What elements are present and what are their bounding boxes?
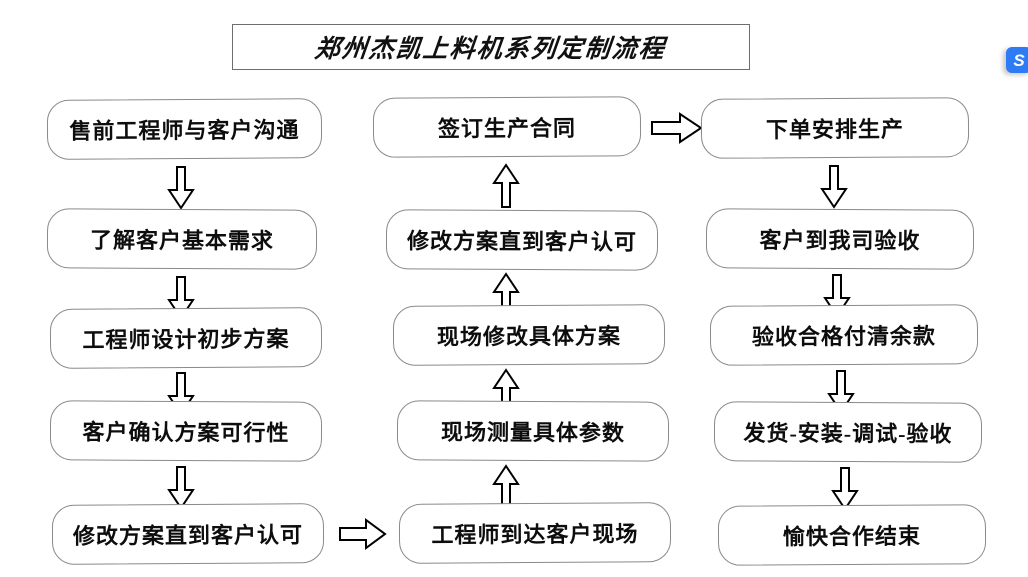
node-col2-3[interactable]: 现场测量具体参数	[396, 400, 670, 462]
node-col2-0[interactable]: 签订生产合同	[372, 96, 642, 158]
node-label: 客户确认方案可行性	[82, 419, 290, 446]
node-col1-0[interactable]: 售前工程师与客户沟通	[46, 98, 323, 160]
arrow-right-col2-to-col3	[651, 112, 703, 144]
node-label: 现场修改具体方案	[436, 323, 622, 350]
node-label: 了解客户基本需求	[89, 227, 275, 254]
watermark-badge: S	[1006, 47, 1028, 73]
chart-title-box: 郑州杰凯上料机系列定制流程	[232, 24, 750, 70]
node-col3-0[interactable]: 下单安排生产	[700, 97, 970, 159]
node-label: 验收合格付清余款	[751, 323, 937, 350]
node-col1-4[interactable]: 修改方案直到客户认可	[51, 503, 325, 565]
node-col1-1[interactable]: 了解客户基本需求	[46, 208, 318, 270]
node-label: 现场测量具体参数	[440, 419, 626, 446]
arrow-down-col1-0	[167, 166, 195, 210]
node-label: 修改方案直到客户认可	[406, 228, 638, 255]
arrow-down-col3-0	[820, 165, 848, 209]
node-col3-3[interactable]: 发货-安装-调试-验收	[713, 401, 983, 463]
node-label: 下单安排生产	[765, 116, 905, 143]
node-col2-1[interactable]: 修改方案直到客户认可	[385, 209, 659, 271]
node-col1-2[interactable]: 工程师设计初步方案	[49, 307, 323, 369]
chart-title-text: 郑州杰凯上料机系列定制流程	[313, 36, 668, 63]
node-label: 发货-安装-调试-验收	[743, 420, 953, 447]
node-col3-1[interactable]: 客户到我司验收	[705, 208, 975, 270]
arrow-right-col1-to-col2	[339, 518, 387, 550]
badge-logo-icon: S	[1013, 50, 1025, 70]
node-col3-2[interactable]: 验收合格付清余款	[709, 304, 979, 366]
arrow-up-col2-0	[492, 163, 520, 209]
node-col3-4[interactable]: 愉快合作结束	[717, 504, 987, 566]
node-label: 工程师到达客户现场	[431, 521, 639, 548]
node-col2-2[interactable]: 现场修改具体方案	[392, 304, 666, 366]
node-label: 客户到我司验收	[759, 227, 921, 254]
node-col2-4[interactable]: 工程师到达客户现场	[398, 502, 672, 564]
node-label: 修改方案直到客户认可	[72, 522, 304, 549]
node-label: 售前工程师与客户沟通	[69, 117, 300, 144]
node-label: 工程师设计初步方案	[82, 326, 290, 353]
node-label: 签订生产合同	[437, 115, 577, 142]
node-label: 愉快合作结束	[782, 523, 922, 550]
node-col1-3[interactable]: 客户确认方案可行性	[49, 400, 323, 462]
